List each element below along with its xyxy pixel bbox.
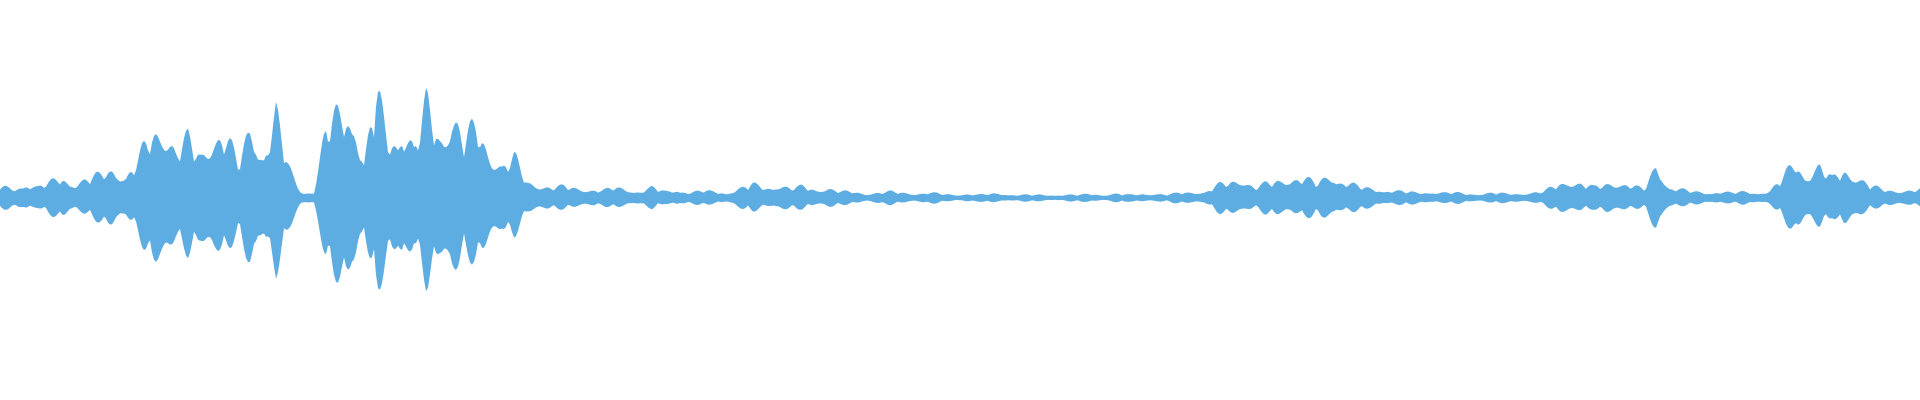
waveform-shape — [0, 87, 1920, 292]
